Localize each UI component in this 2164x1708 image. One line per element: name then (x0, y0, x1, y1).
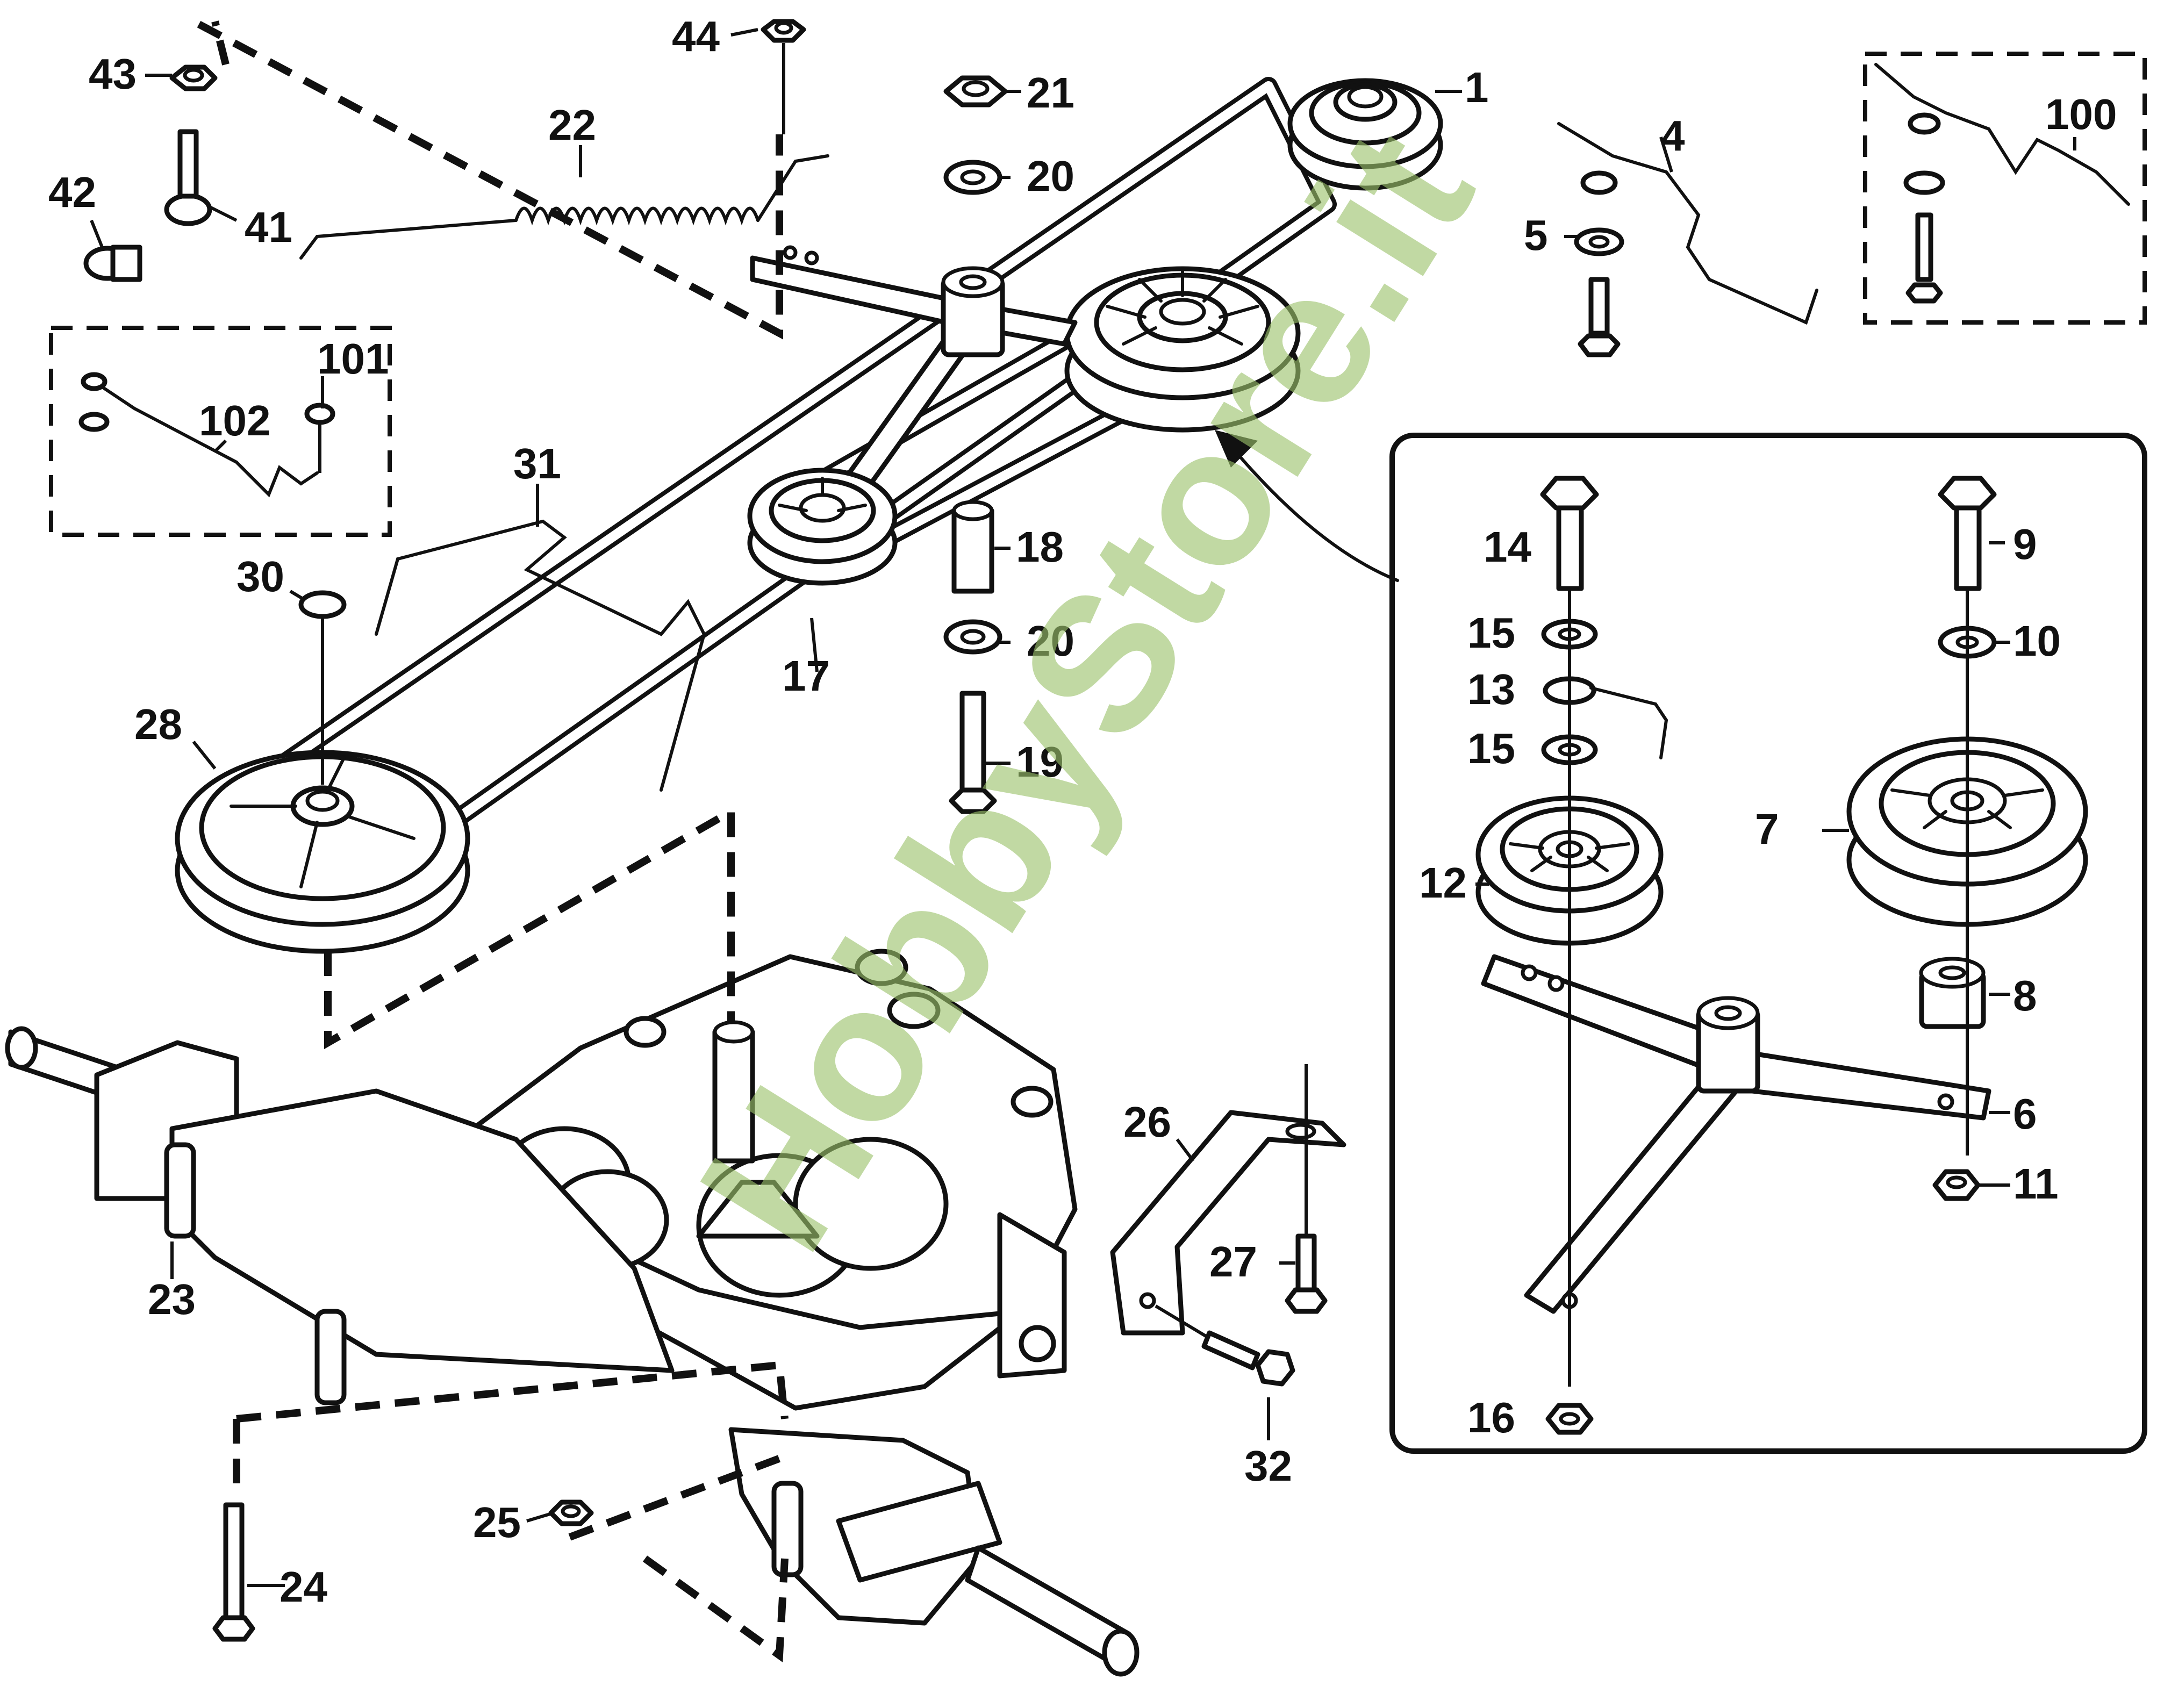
bearing-8-icon (1919, 957, 1986, 1029)
nut-43-icon (169, 64, 218, 91)
bolt-19-icon (949, 691, 997, 814)
spacer-18-icon (951, 500, 994, 594)
callout-102: 102 (199, 397, 270, 444)
guide-rod-100-icon (1874, 63, 2130, 304)
pulley-12-icon (1475, 795, 1664, 946)
guide-rod-102-icon (78, 372, 335, 498)
callout-41: 41 (245, 203, 292, 251)
transmission-pulley-icon (175, 750, 470, 954)
callout-31: 31 (513, 440, 561, 487)
callout-9: 9 (2013, 520, 2037, 568)
callout-1: 1 (1465, 63, 1489, 111)
callout-15-top: 15 (1467, 609, 1515, 657)
washer-5-icon (1574, 227, 1624, 256)
callout-17: 17 (782, 652, 830, 700)
callout-27: 27 (1209, 1238, 1257, 1286)
washer-20-top-icon (943, 160, 1002, 195)
callout-11: 11 (2013, 1160, 2059, 1208)
callout-6: 6 (2013, 1090, 2037, 1138)
guide-rod-4-icon (1557, 122, 1818, 325)
callout-28: 28 (134, 700, 182, 748)
callout-42: 42 (48, 168, 96, 216)
callout-7: 7 (1755, 805, 1779, 853)
callout-14: 14 (1484, 523, 1531, 571)
idler-pulley-large-icon (1064, 266, 1301, 433)
callout-23: 23 (148, 1275, 196, 1323)
nut-16-icon (1545, 1403, 1594, 1435)
idler-pulley-small-icon (747, 468, 898, 586)
callout-26: 26 (1123, 1098, 1171, 1146)
callout-12: 12 (1419, 859, 1467, 907)
bolt-32-icon (1155, 1304, 1295, 1387)
callout-16: 16 (1467, 1394, 1515, 1441)
kit-102-box (49, 326, 392, 537)
callout-18: 18 (1016, 523, 1064, 571)
callout-5: 5 (1524, 211, 1548, 259)
nut-44-icon (761, 19, 806, 134)
bolt-27-icon (1285, 1233, 1328, 1314)
detail-arrow (1229, 444, 1399, 582)
dashed-assembly-line-spring (197, 20, 783, 340)
bolt-9-icon (1938, 476, 1997, 591)
kit-100-box (1863, 52, 2147, 325)
callout-101: 101 (317, 335, 389, 383)
detail-arrow-head (1215, 430, 1258, 468)
idler-spring-icon (299, 154, 829, 260)
eye-bolt-icon (164, 129, 212, 226)
idler-arm-6-icon (1481, 954, 1991, 1314)
callout-8: 8 (2013, 972, 2037, 1020)
bracket-26-icon (1110, 1064, 1346, 1336)
callout-32: 32 (1244, 1442, 1292, 1490)
callout-44: 44 (672, 12, 720, 60)
callout-25: 25 (473, 1498, 521, 1546)
callout-19: 19 (1016, 738, 1064, 786)
callout-24: 24 (280, 1563, 327, 1611)
detail-inset-box (1389, 433, 2147, 1454)
nut-25-icon (548, 1499, 594, 1526)
callout-labels: 1 4 5 100 44 43 22 21 20 42 41 101 102 3… (48, 12, 2117, 1611)
belt-guide-wire (375, 519, 706, 792)
callout-43: 43 (89, 50, 137, 98)
callout-15-bottom: 15 (1467, 724, 1515, 772)
dashed-assembly-line-upper (211, 20, 230, 66)
engine-pulley-icon (1287, 78, 1443, 191)
washer-20-bottom-icon (943, 619, 1002, 655)
right-axle-icon (728, 1427, 1140, 1677)
leader-lines (90, 28, 2076, 1587)
callout-30: 30 (237, 552, 284, 600)
callout-21: 21 (1027, 69, 1074, 117)
callout-100: 100 (2045, 90, 2117, 138)
dashed-assembly-line-pulley (324, 805, 735, 1050)
bolt-5-icon (1578, 277, 1621, 357)
callout-10: 10 (2013, 617, 2061, 665)
callout-13: 13 (1467, 665, 1515, 713)
callout-20-bottom: 20 (1027, 617, 1074, 665)
bolt-24-icon (212, 1502, 255, 1642)
nut-21-icon (943, 75, 1008, 107)
bushing-42-icon (83, 245, 142, 282)
callout-22: 22 (548, 101, 596, 149)
idler-arm-icon (750, 245, 1078, 486)
nut-11-icon (1932, 1169, 1981, 1201)
circlip-30-icon (298, 590, 347, 785)
left-axle-icon (5, 1026, 675, 1405)
callout-4: 4 (1661, 112, 1685, 160)
callout-20-top: 20 (1027, 152, 1074, 200)
